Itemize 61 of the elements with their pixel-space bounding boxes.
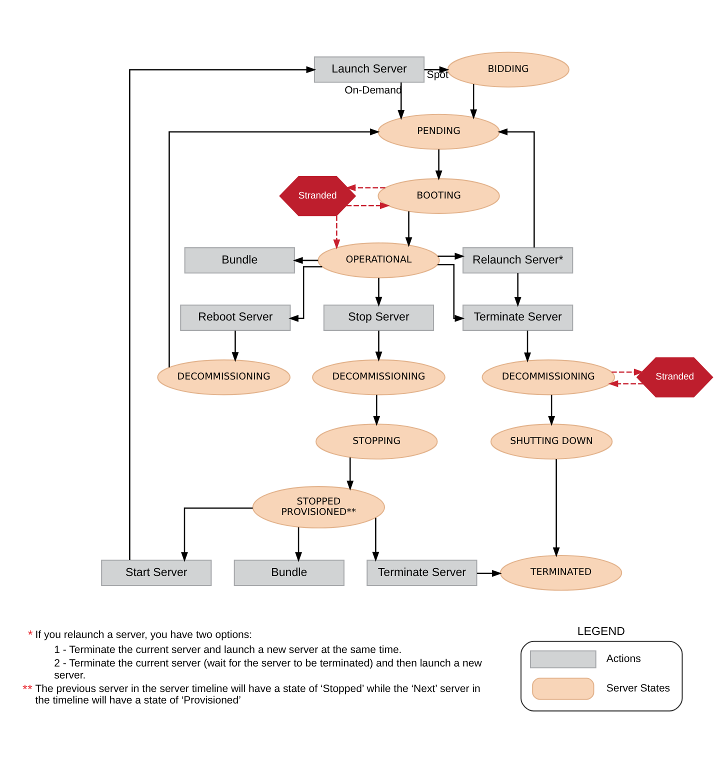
arrow [129,66,316,560]
arrow [438,252,465,260]
arrow [346,184,386,191]
arrow [232,330,239,362]
node-ellipse: BIDDING [447,51,570,88]
label: 1 - Terminate the current server and launch a new server at the same time. [54,643,402,656]
node-ellipse: PENDING [378,113,500,150]
arrow [608,380,644,387]
arrow [405,210,412,247]
arrow [552,458,560,557]
arrow [373,394,380,426]
arrow [288,266,322,322]
node-box: Terminate Server [462,304,574,330]
node-box: Bundle [234,559,344,586]
node-box: Reboot Server [180,304,291,330]
node-ellipse: DECOMMISSIONING [157,358,291,395]
arrow [424,66,450,73]
arrow [375,277,382,306]
arrow [372,517,380,562]
node-ellipse: DECOMMISSIONING [312,358,446,395]
node-ellipse: SHUTTING DOWN [490,423,613,459]
arrow [612,368,644,376]
label: ** [22,682,32,696]
arrow [375,330,382,362]
label: 2 - Terminate the current server (wait for the server to be terminated) and then launch a new server. [54,657,482,681]
arrow [398,82,405,120]
arrow [438,264,465,322]
node-box: Launch Server [314,56,425,82]
arrow [333,215,340,249]
arrow [524,330,531,362]
arrow [476,569,502,576]
node-ellipse: DECOMMISSIONING [482,358,616,395]
node-box: Terminate Server [366,559,478,586]
node-ellipse: TERMINATED [500,554,622,590]
arrow [346,202,390,209]
label: * [28,627,33,642]
arrow [498,128,535,248]
node-ellipse: STOPPED PROVISIONED** [252,486,385,528]
arrow [548,394,556,426]
legend-label: Server States [606,682,670,694]
arrow [470,84,478,119]
node-box: Relaunch Server* [462,246,574,274]
node-box: Stop Server [323,304,434,330]
edge-label: Spot [426,68,448,81]
node-ellipse: BOOTING [378,178,500,214]
legend-label: Actions [606,652,641,664]
arrow [295,526,302,562]
node-box: Start Server [101,559,212,586]
label: LEGEND [577,625,625,638]
arrow [181,506,253,562]
arrow [346,456,354,490]
arrow [292,256,318,264]
node-box: Bundle [184,246,295,274]
arrow [168,128,380,367]
node-ellipse: STOPPING [316,423,438,459]
label: The previous server in the server timeline will have a state of ‘Stopped’ while the ‘Next’ server in the timeline will have a state of ‘Provisioned’ [35,682,480,706]
node-ellipse: OPERATIONAL [318,242,440,278]
label: If you relaunch a server, you have two options: [35,628,252,641]
edge-label: On-Demand [344,84,402,96]
arrow [435,148,442,180]
arrow [514,272,522,306]
